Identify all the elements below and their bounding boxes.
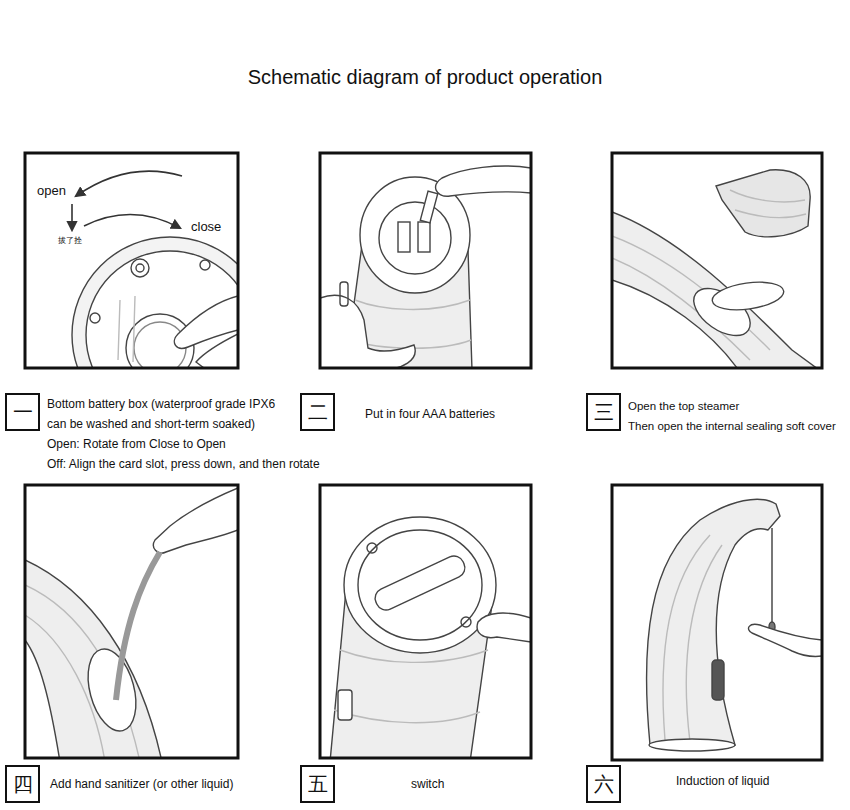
card-slot	[372, 553, 468, 614]
label-text: open	[37, 183, 66, 198]
wood-grain	[730, 190, 806, 217]
filling-sketch	[25, 488, 238, 758]
filling-opening	[80, 644, 144, 737]
step-caption: Bottom battery box (waterproof grade IPX…	[47, 394, 289, 434]
label-text: Open: Rotate from Close to Open	[47, 437, 226, 451]
dispenser-base	[72, 237, 238, 368]
step-caption: Put in four AAA batteries	[365, 406, 495, 422]
bottle	[153, 488, 238, 553]
step-number: 三	[594, 401, 614, 423]
battery	[418, 222, 430, 252]
title-text: Schematic diagram of product operation	[248, 66, 603, 88]
step-caption: Then open the internal sealing soft cove…	[628, 416, 836, 436]
battery-well	[379, 202, 451, 274]
base-rim	[86, 251, 238, 368]
label-text: Open the top steamer	[628, 400, 739, 412]
small-note: 拔了拴	[58, 236, 82, 246]
hole	[461, 617, 471, 627]
step-number-box: 一	[5, 393, 40, 431]
step-number: 二	[308, 401, 328, 423]
panel-frame	[612, 485, 822, 760]
battery	[398, 222, 410, 252]
label-text: Induction of liquid	[676, 774, 769, 788]
screw-hole	[131, 259, 149, 277]
step-caption: Open: Rotate from Close to Open	[47, 434, 226, 454]
cover-tool	[118, 296, 135, 362]
hand	[749, 624, 822, 656]
label-text: close	[191, 219, 221, 234]
top-cap-sketch	[612, 170, 822, 368]
step-caption: Open the top steamer	[628, 396, 739, 416]
battery-box-sketch	[72, 171, 238, 368]
direction-label: open	[37, 182, 66, 199]
panel-frame	[320, 153, 531, 368]
liquid-stream	[116, 552, 160, 700]
label-text: Bottom battery box (waterproof grade IPX…	[47, 397, 275, 431]
step-number-box: 四	[5, 765, 40, 803]
label-text: Add hand sanitizer (or other liquid)	[50, 777, 233, 791]
label-text: Off: Align the card slot, press down, an…	[47, 457, 320, 471]
liquid-drop	[771, 528, 773, 622]
down-arrow	[71, 204, 73, 230]
dispenser-neck	[612, 212, 822, 368]
dispenser-base	[649, 739, 735, 751]
label-text: Put in four AAA batteries	[365, 407, 495, 421]
hand	[196, 334, 238, 368]
hole	[90, 313, 100, 323]
step-caption: Off: Align the card slot, press down, an…	[47, 454, 320, 474]
step-number-box: 六	[586, 765, 621, 803]
panel-frame	[25, 153, 238, 368]
label-text: Then open the internal sealing soft cove…	[628, 420, 836, 432]
battery	[420, 191, 437, 223]
sensor-window	[712, 660, 724, 700]
dispenser	[647, 499, 780, 745]
finger	[477, 613, 531, 642]
step-caption: Add hand sanitizer (or other liquid)	[50, 776, 233, 792]
step-number: 四	[13, 773, 33, 795]
label-text: 拔了拴	[58, 236, 82, 245]
step-caption: Induction of liquid	[676, 773, 769, 789]
open-arrow	[76, 171, 182, 196]
soft-cover	[711, 278, 786, 314]
step-number: 五	[308, 773, 328, 795]
bottom-face	[344, 517, 496, 653]
wood-grain	[663, 535, 722, 742]
switch	[338, 690, 352, 720]
hole	[200, 260, 210, 270]
close-arrow	[84, 214, 180, 228]
hole	[367, 543, 377, 553]
step-number-box: 二	[300, 393, 335, 431]
step-number-box: 五	[300, 765, 335, 803]
screw-hole	[136, 264, 144, 272]
battery-sketch	[320, 166, 531, 368]
switch-sketch	[330, 517, 531, 758]
direction-label: close	[191, 218, 221, 235]
panel-frame	[320, 485, 531, 758]
label-text: switch	[411, 777, 444, 791]
finger	[436, 166, 531, 196]
top-cap	[716, 170, 810, 237]
wood-grain	[334, 650, 488, 723]
bottom-rim	[358, 530, 482, 640]
panel-frame	[612, 153, 822, 368]
step-number: 六	[594, 773, 614, 795]
step-number-box: 三	[586, 393, 621, 431]
step-caption: switch	[411, 776, 444, 792]
wood-grain	[350, 300, 471, 348]
step-number: 一	[13, 401, 33, 423]
hand	[320, 295, 415, 368]
switch-slot	[340, 282, 348, 306]
panel-frame	[25, 485, 238, 758]
diagram-title: Schematic diagram of product operation	[0, 66, 850, 89]
dispensing-sketch	[647, 499, 822, 751]
